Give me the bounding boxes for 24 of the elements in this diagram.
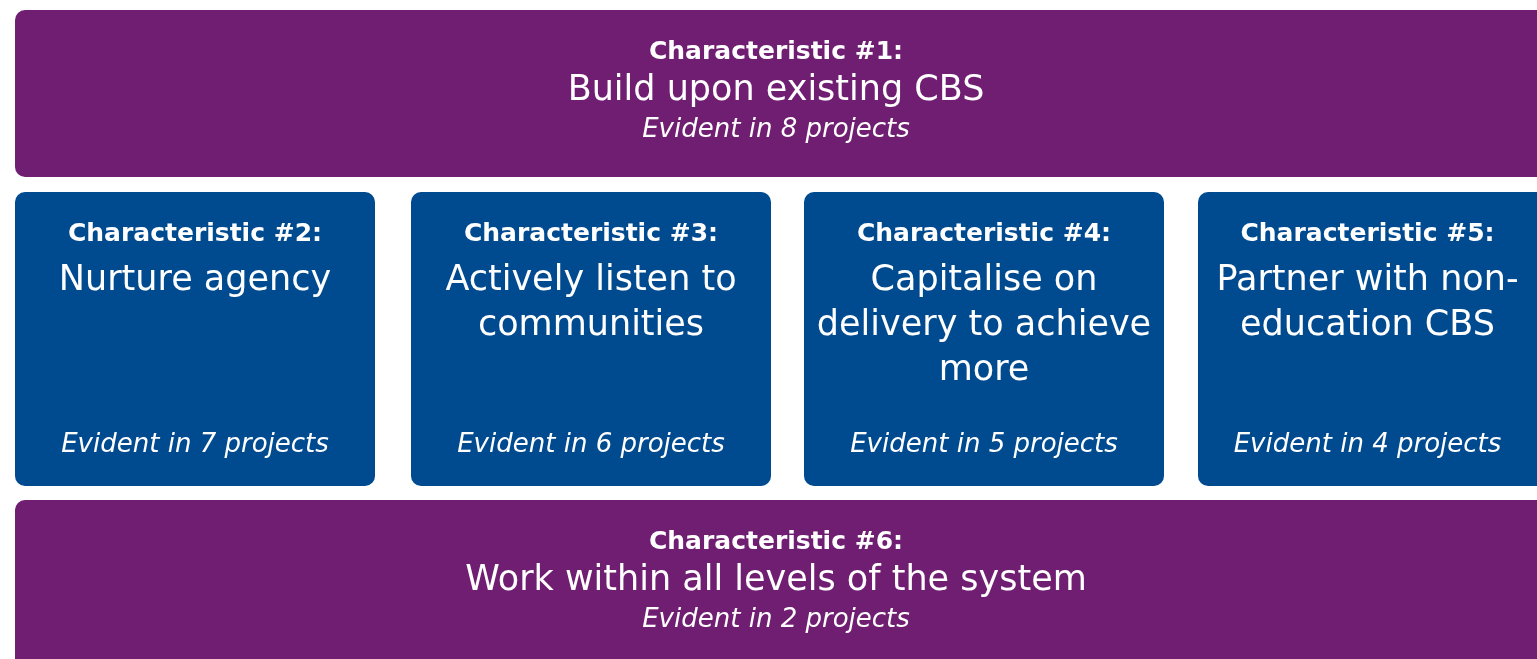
note-text: Evident in 4 projects	[1233, 427, 1502, 460]
characteristic-card	[15, 192, 375, 486]
title-text: Build upon existing CBS	[567, 67, 985, 110]
characteristic-banner	[15, 500, 1537, 659]
heading-text: Characteristic #3:	[463, 218, 719, 248]
note-text: Evident in 7 projects	[61, 427, 329, 460]
note-text: Evident in 2 projects	[642, 602, 910, 635]
title-text: Partner with non-education CBS	[1215, 257, 1520, 345]
characteristic-card	[804, 192, 1164, 486]
note-text: Evident in 8 projects	[642, 112, 910, 145]
title-text: Work within all levels of the system	[465, 557, 1087, 600]
heading-text: Characteristic #1:	[648, 36, 904, 66]
title-text: Actively listen to communities	[444, 257, 738, 345]
characteristic-banner	[15, 10, 1537, 177]
heading-text: Characteristic #6:	[648, 526, 904, 556]
note-text: Evident in 5 projects	[850, 427, 1118, 460]
heading-text: Characteristic #4:	[856, 218, 1112, 248]
heading-text: Characteristic #2:	[67, 218, 323, 248]
title-text: Capitalise on delivery to achieve more	[815, 257, 1153, 390]
characteristic-card	[1198, 192, 1537, 486]
title-text: Nurture agency	[58, 257, 332, 300]
characteristic-card	[411, 192, 771, 486]
note-text: Evident in 6 projects	[457, 427, 725, 460]
heading-text: Characteristic #5:	[1240, 218, 1495, 248]
